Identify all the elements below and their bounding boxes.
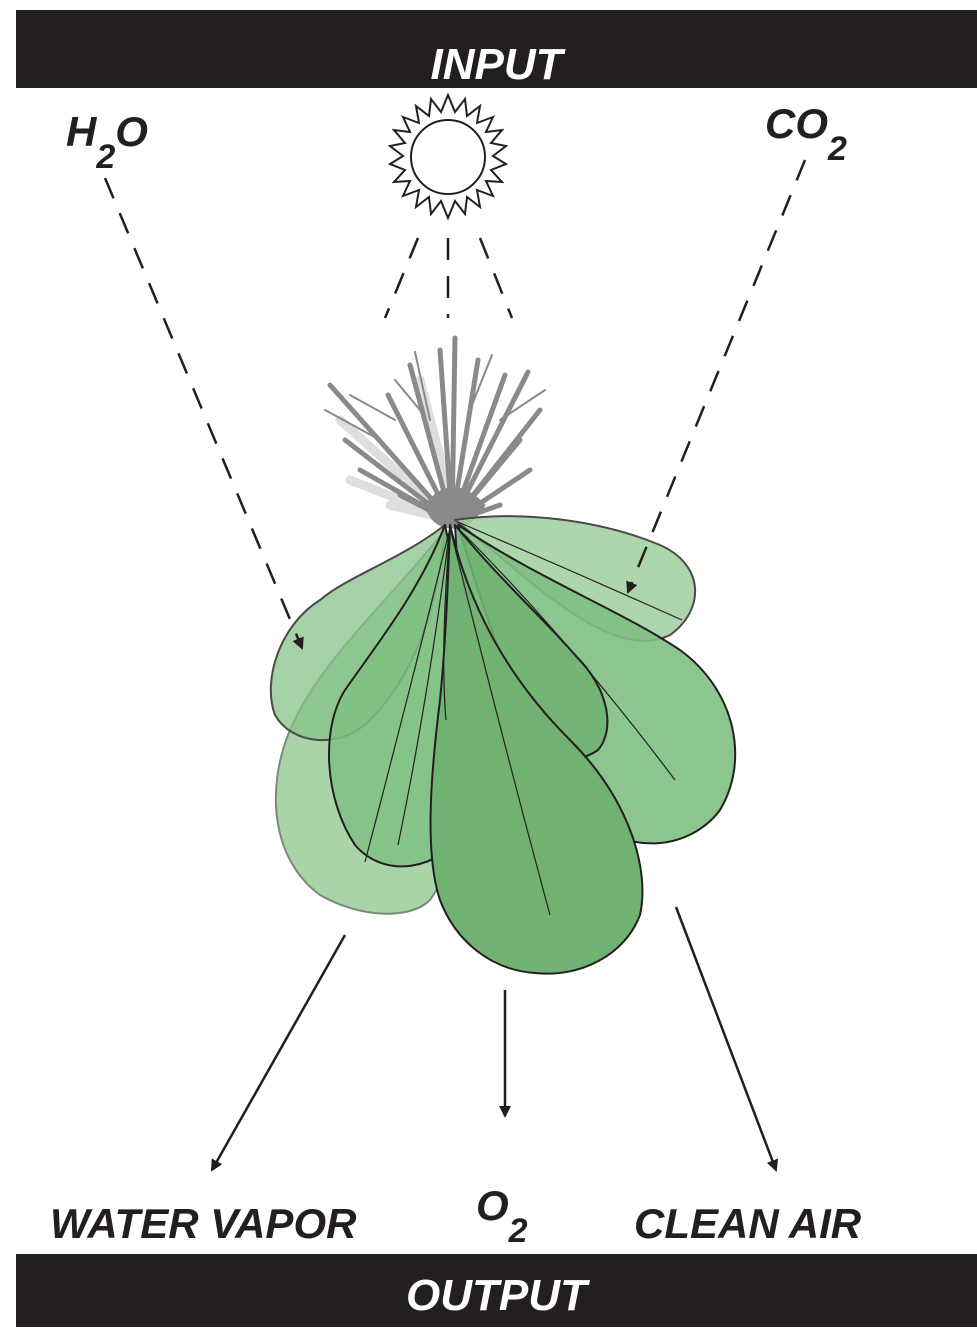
oxygen-base: O <box>476 1182 509 1229</box>
sunlight-ray-right <box>480 238 512 318</box>
water-vapor-label: WATER VAPOR <box>50 1200 356 1248</box>
clean-air-arrow <box>676 907 776 1170</box>
water-vapor-arrow <box>212 935 345 1170</box>
plant-roots <box>325 338 545 528</box>
output-footer-bar: OUTPUT <box>16 1254 977 1327</box>
sun-disc <box>411 120 485 194</box>
output-footer-title: OUTPUT <box>406 1271 587 1320</box>
h2o-arrow <box>105 178 302 648</box>
oxygen-label: O2 <box>476 1182 528 1230</box>
sunlight-ray-left <box>385 238 418 318</box>
co2-arrow <box>628 160 805 592</box>
plant-leaves <box>271 516 735 974</box>
oxygen-subscript: 2 <box>509 1212 528 1250</box>
sun-icon <box>390 95 506 218</box>
clean-air-label: CLEAN AIR <box>634 1200 861 1248</box>
sunlight-rays <box>385 238 512 318</box>
